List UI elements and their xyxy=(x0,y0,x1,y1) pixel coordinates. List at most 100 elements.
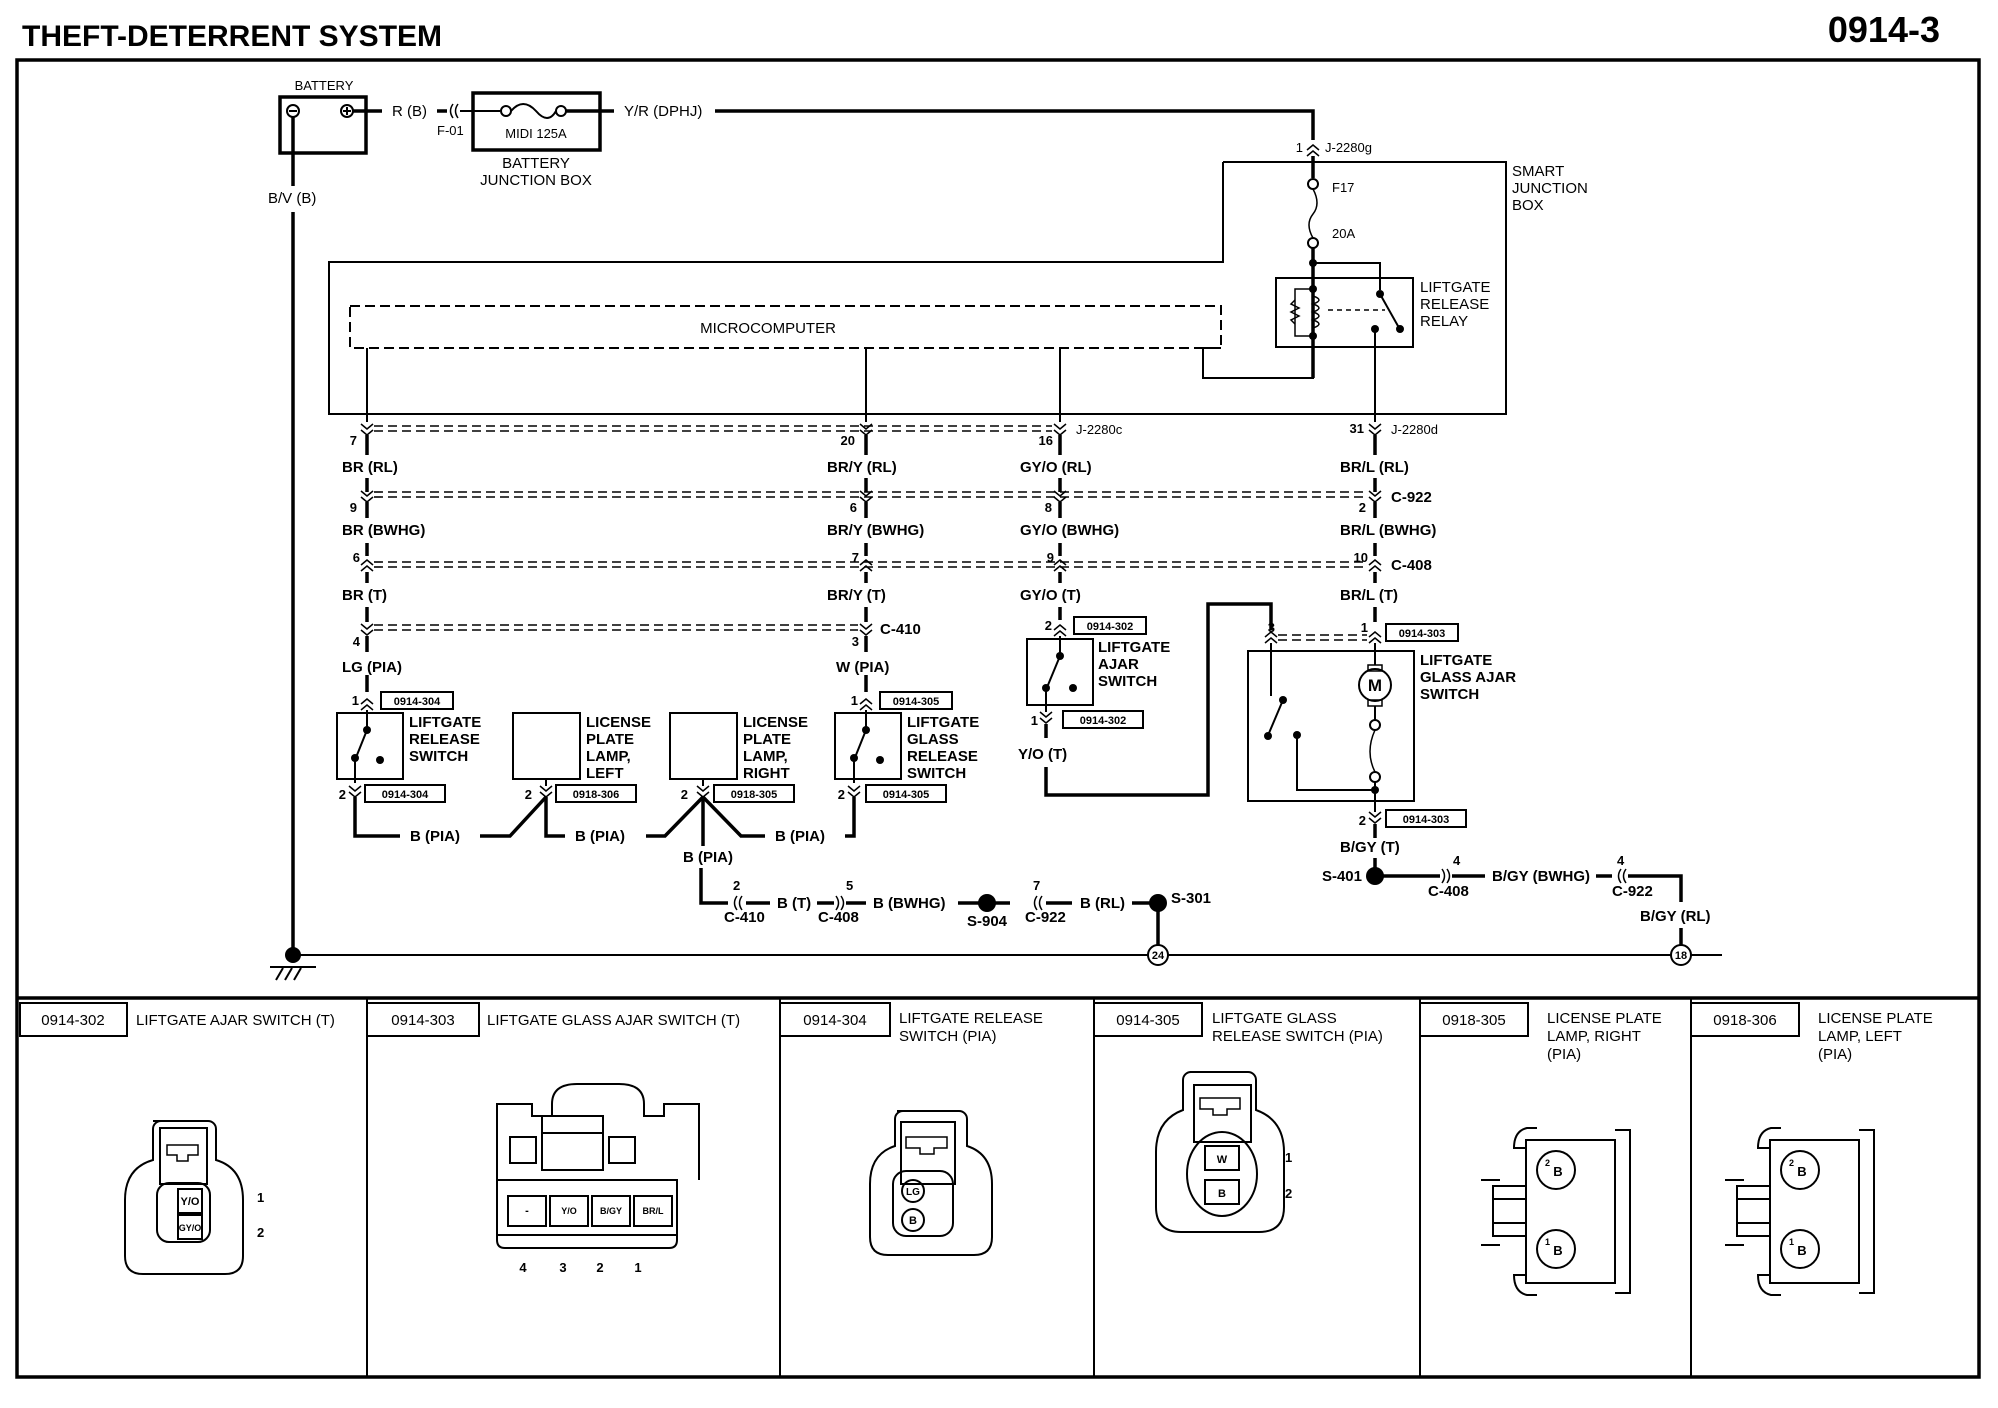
wire-label: GY/O (T) xyxy=(1020,587,1081,604)
svg-text:20A: 20A xyxy=(1332,226,1355,241)
svg-text:16: 16 xyxy=(1039,433,1053,448)
wire-label: BR (T) xyxy=(342,587,387,604)
page-title: THEFT-DETERRENT SYSTEM xyxy=(22,20,442,53)
liftgate-glass-ajar-switch: 3 1 0914-303 M LIFTGATE GLASS AJAR SWITC… xyxy=(1247,620,1516,876)
wire-label: W (PIA) xyxy=(836,659,889,676)
svg-text:2: 2 xyxy=(1545,1158,1550,1168)
svg-text:1: 1 xyxy=(1031,713,1038,728)
svg-text:B: B xyxy=(1553,1243,1562,1258)
svg-text:6: 6 xyxy=(850,500,857,515)
svg-text:LICENSE: LICENSE xyxy=(586,714,651,731)
svg-text:2: 2 xyxy=(596,1260,603,1275)
svg-text:1: 1 xyxy=(1285,1150,1292,1165)
wire-label: BR (RL) xyxy=(342,459,398,476)
connector-ref: 0918-306 xyxy=(573,789,620,801)
svg-text:4: 4 xyxy=(1453,853,1461,868)
connector-icon xyxy=(835,895,845,911)
resistor-icon xyxy=(1289,299,1301,325)
svg-text:-: - xyxy=(525,1205,529,1217)
svg-text:9: 9 xyxy=(350,500,357,515)
relay-coil-icon xyxy=(1310,295,1320,329)
svg-text:1: 1 xyxy=(1361,620,1368,635)
connector-c408-row: C-408 xyxy=(360,557,1432,574)
svg-text:S-301: S-301 xyxy=(1171,890,1211,907)
svg-text:RELEASE: RELEASE xyxy=(1420,296,1489,313)
switch-contact-icon xyxy=(356,729,368,756)
svg-text:(PIA): (PIA) xyxy=(1547,1046,1581,1063)
svg-text:C-408: C-408 xyxy=(1428,883,1469,900)
svg-text:B: B xyxy=(1797,1164,1806,1179)
switch-contact-icon xyxy=(1268,699,1284,734)
svg-text:LIFTGATE: LIFTGATE xyxy=(409,714,481,731)
wire-segments-t xyxy=(365,572,1377,622)
connector-name: LIFTGATE GLASS AJAR SWITCH (T) xyxy=(487,1012,740,1029)
wire-label: BR/Y (BWHG) xyxy=(827,522,924,539)
svg-text:SWITCH: SWITCH xyxy=(1420,686,1479,703)
svg-text:18: 18 xyxy=(1675,950,1687,962)
svg-text:GLASS: GLASS xyxy=(907,731,959,748)
wire-label: LG (PIA) xyxy=(342,659,402,676)
svg-text:B/GY (BWHG): B/GY (BWHG) xyxy=(1492,868,1590,885)
svg-text:SWITCH: SWITCH xyxy=(1098,673,1157,690)
connector-c922-label: C-922 xyxy=(1391,489,1432,506)
svg-text:1: 1 xyxy=(634,1260,641,1275)
svg-text:LAMP, LEFT: LAMP, LEFT xyxy=(1818,1028,1902,1045)
connector-face-icon: W B xyxy=(1155,1071,1285,1233)
svg-text:LIFTGATE: LIFTGATE xyxy=(907,714,979,731)
svg-text:7: 7 xyxy=(852,550,859,565)
connector-name: LICENSE PLATE xyxy=(1547,1010,1662,1027)
svg-text:S-904: S-904 xyxy=(967,913,1008,930)
svg-text:9: 9 xyxy=(1047,550,1054,565)
svg-text:20: 20 xyxy=(841,433,855,448)
battery-junction-box: MIDI 125A BATTERY JUNCTION BOX xyxy=(471,91,614,189)
wire-label: BR/L (RL) xyxy=(1340,459,1409,476)
ground-point-18-icon xyxy=(1670,944,1692,966)
connector-c410-label: C-410 xyxy=(880,621,921,638)
page-number: 0914-3 xyxy=(1828,9,1940,50)
connector-j2280g-icon xyxy=(1306,144,1320,157)
splice-s904 xyxy=(978,894,996,912)
connector-ref: 0914-304 xyxy=(394,696,441,708)
svg-text:2: 2 xyxy=(257,1225,264,1240)
svg-text:B (PIA): B (PIA) xyxy=(575,828,625,845)
connector-j2280c-label: J-2280c xyxy=(1076,422,1123,437)
wire-label: BR/L (T) xyxy=(1340,587,1398,604)
svg-text:B (RL): B (RL) xyxy=(1080,895,1125,912)
svg-text:(PIA): (PIA) xyxy=(1818,1046,1852,1063)
connector-face-icon: - Y/O B/GY BR/L xyxy=(496,1083,700,1249)
fuse-icon xyxy=(1308,188,1318,239)
svg-text:S-401: S-401 xyxy=(1322,868,1362,885)
svg-text:SWITCH: SWITCH xyxy=(409,748,468,765)
connector-ref: 0914-304 xyxy=(382,789,429,801)
connector-j2280d-label: J-2280d xyxy=(1391,422,1438,437)
svg-text:4: 4 xyxy=(353,634,361,649)
svg-text:B: B xyxy=(1797,1243,1806,1258)
svg-text:2: 2 xyxy=(525,787,532,802)
connector-face-icon: B 2 B 1 xyxy=(1481,1127,1631,1296)
connector-face-icon: LG B xyxy=(869,1110,993,1256)
wire-label: GY/O (BWHG) xyxy=(1020,522,1119,539)
connector-id: 0914-302 xyxy=(41,1012,104,1029)
svg-text:PLATE: PLATE xyxy=(743,731,791,748)
svg-text:2: 2 xyxy=(1359,813,1366,828)
connector-name: LICENSE PLATE xyxy=(1818,1010,1933,1027)
svg-text:M: M xyxy=(1368,676,1382,695)
svg-text:W: W xyxy=(1217,1154,1228,1166)
connector-id: 0914-304 xyxy=(803,1012,866,1029)
microcomputer: MICROCOMPUTER xyxy=(349,305,1222,349)
svg-text:BATTERY: BATTERY xyxy=(502,155,570,172)
liftgate-glass-release-switch: 1 0914-305 LIFTGATE GLASS RELEASE SWITCH… xyxy=(834,691,979,803)
liftgate-ajar-switch: 2 0914-302 LIFTGATE AJAR SWITCH 1 0914-3… xyxy=(1018,602,1273,797)
svg-text:4: 4 xyxy=(1617,853,1625,868)
svg-text:RIGHT: RIGHT xyxy=(743,765,790,782)
svg-text:2: 2 xyxy=(838,787,845,802)
svg-text:LG: LG xyxy=(906,1187,920,1198)
svg-text:B (T): B (T) xyxy=(777,895,811,912)
svg-text:C-922: C-922 xyxy=(1025,909,1066,926)
connector-icon xyxy=(1617,868,1627,884)
svg-text:RELEASE: RELEASE xyxy=(409,731,480,748)
svg-text:B/GY: B/GY xyxy=(600,1206,622,1216)
chassis-ground-icon xyxy=(270,966,316,981)
svg-text:B: B xyxy=(1218,1188,1226,1200)
